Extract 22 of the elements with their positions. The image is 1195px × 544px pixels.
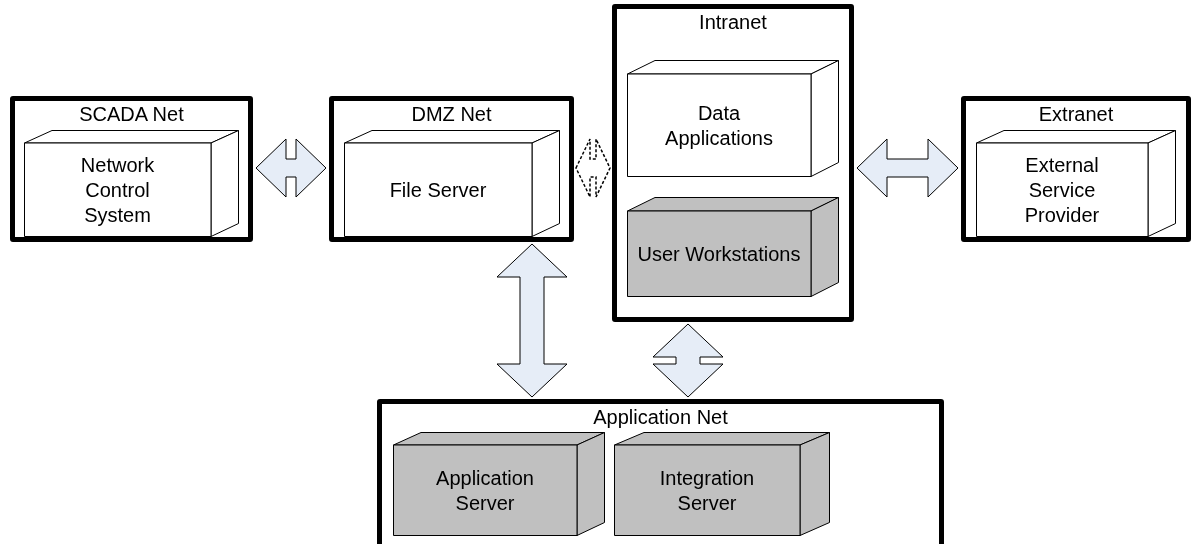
network-zone-box <box>612 4 854 322</box>
network-zone-box <box>10 96 253 242</box>
server-label: User Workstations <box>636 241 802 267</box>
server-label: Network Control System <box>79 152 156 228</box>
zone-title: Application Net <box>593 406 728 428</box>
double-block-arrow <box>255 138 327 198</box>
server-label: External Service Provider <box>1023 152 1101 228</box>
server-label: Application Server <box>435 465 535 516</box>
double-block-arrow <box>652 323 724 398</box>
double-block-arrow <box>496 243 568 398</box>
zone-title: Extranet <box>1038 103 1114 125</box>
server-label: Data Applications <box>664 100 774 151</box>
network-zone-box <box>377 399 944 544</box>
network-zone-box <box>329 96 574 242</box>
zone-title: Intranet <box>699 11 767 33</box>
server-label: File Server <box>388 177 488 203</box>
double-block-arrow <box>575 138 611 198</box>
network-zone-box <box>961 96 1191 242</box>
zone-title: SCADA Net <box>79 103 184 125</box>
zone-title: DMZ Net <box>411 103 492 125</box>
double-block-arrow <box>856 138 959 198</box>
server-label: Integration Server <box>658 465 756 516</box>
